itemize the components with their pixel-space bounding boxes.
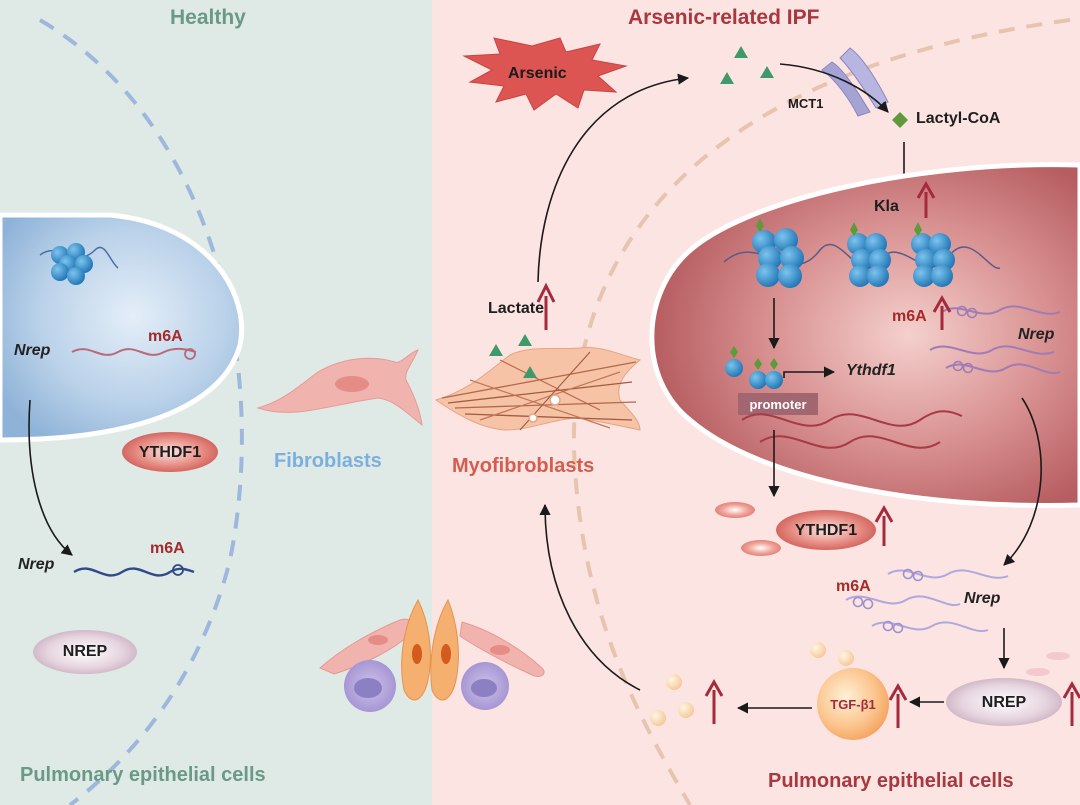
tgf-secreted-ball (810, 642, 826, 658)
ythdf1-vesicle (715, 502, 755, 518)
healthy-nrep-mrna-nuclear (71, 347, 197, 356)
lactate-molecule (734, 46, 748, 58)
nrep-export-arrow (1003, 397, 1042, 566)
healthy-cell-membrane (38, 18, 244, 805)
ipf-ythdf1-label: YTHDF1 (794, 522, 858, 539)
lactate-molecule (518, 334, 532, 346)
ipf-footer-label: Pulmonary epithelial cells (768, 770, 1014, 792)
healthy-m6a-site-bottom (172, 564, 184, 576)
fibroblast-nucleus (335, 376, 369, 392)
ipf-panel-title: Arsenic-related IPF (628, 6, 820, 29)
healthy-nrep-label-top: Nrep (14, 342, 51, 359)
arsenic-starburst (462, 37, 628, 111)
promoter-box (738, 393, 818, 415)
nrep-vesicle (1046, 652, 1070, 660)
tgf-secreted-ball (838, 650, 854, 666)
histone-cluster-2 (847, 222, 891, 287)
lactyl-coa-molecule (892, 112, 908, 128)
lactyl-coa-label: Lactyl-CoA (916, 110, 1001, 127)
ythdf1-gene-strand-2 (759, 435, 941, 449)
healthy-nrep-protein (33, 630, 137, 674)
ipf-nrep-mrna-cyto-1 (887, 569, 1009, 579)
ipf-ythdf1-protein (776, 510, 876, 550)
tgf-secreted-ball (650, 710, 666, 726)
histone-cluster-1 (752, 218, 804, 288)
myofibroblast-cell (434, 346, 642, 431)
healthy-m6a-label-top: m6A (148, 328, 183, 345)
ipf-m6a-cyto-label: m6A (836, 578, 871, 595)
healthy-footer-label: Pulmonary epithelial cells (20, 764, 266, 786)
healthy-ythdf1-label: YTHDF1 (138, 444, 202, 461)
healthy-nrep-protein-label: NREP (62, 643, 108, 660)
ipf-nrep-cyto-label: Nrep (964, 590, 1001, 607)
ipf-nrep-protein-label: NREP (981, 694, 1027, 711)
lactate-molecule (760, 66, 774, 78)
ythdf1-gene-label: Ythdf1 (846, 362, 896, 379)
ipf-nrep-mrna-cyto-3 (871, 621, 989, 633)
myofibroblasts-label: Myofibroblasts (452, 455, 595, 477)
ythdf1-transcription-arrow (783, 366, 836, 378)
ythdf1-vesicle (741, 540, 781, 556)
healthy-m6a-site-top (184, 348, 196, 360)
immune-and-stromal-cells (319, 598, 545, 712)
lactate-molecule (720, 72, 734, 84)
fibroblasts-label: Fibroblasts (274, 450, 382, 472)
histone-cluster-3 (911, 222, 955, 287)
healthy-ythdf1-protein (122, 432, 218, 472)
tgf-beta1-label: TGF-β1 (830, 697, 876, 712)
lactate-molecule (489, 344, 503, 356)
ipf-nrep-mrna-cyto-2 (845, 595, 961, 607)
lactylated-histone-binding (725, 346, 783, 389)
lactate-label: Lactate (488, 300, 545, 317)
lactate-molecule (523, 366, 537, 378)
kla-label: Kla (874, 198, 899, 215)
ipf-nrep-nucleus-label: Nrep (1018, 326, 1055, 343)
ipf-nrep-protein (946, 678, 1062, 726)
healthy-nrep-label-bottom: Nrep (18, 556, 55, 573)
mct1-label: MCT1 (788, 96, 824, 111)
ipf-nrep-mrna-nuclear-2 (929, 345, 1055, 355)
healthy-m6a-label-bottom: m6A (150, 540, 185, 557)
healthy-histone-cluster (39, 243, 119, 285)
healthy-export-arrow (28, 399, 73, 556)
lactate-uptake-arrow (779, 63, 889, 113)
arsenic-label: Arsenic (508, 65, 567, 82)
lactate-to-cell-arrow (537, 73, 690, 283)
tgf-secreted-ball (666, 674, 682, 690)
tgf-secreted-ball (678, 702, 694, 718)
ipf-cell-membrane (572, 18, 1071, 805)
nrep-vesicle (1026, 668, 1050, 676)
ythdf1-gene-strand-1 (741, 410, 963, 427)
tgf-to-myofibroblast-arrow (539, 503, 641, 691)
ipf-m6a-nucleus-label: m6A (892, 308, 927, 325)
tgf-beta1-ball (817, 668, 889, 740)
promoter-label: promoter (749, 397, 807, 412)
healthy-panel-title: Healthy (170, 6, 246, 29)
